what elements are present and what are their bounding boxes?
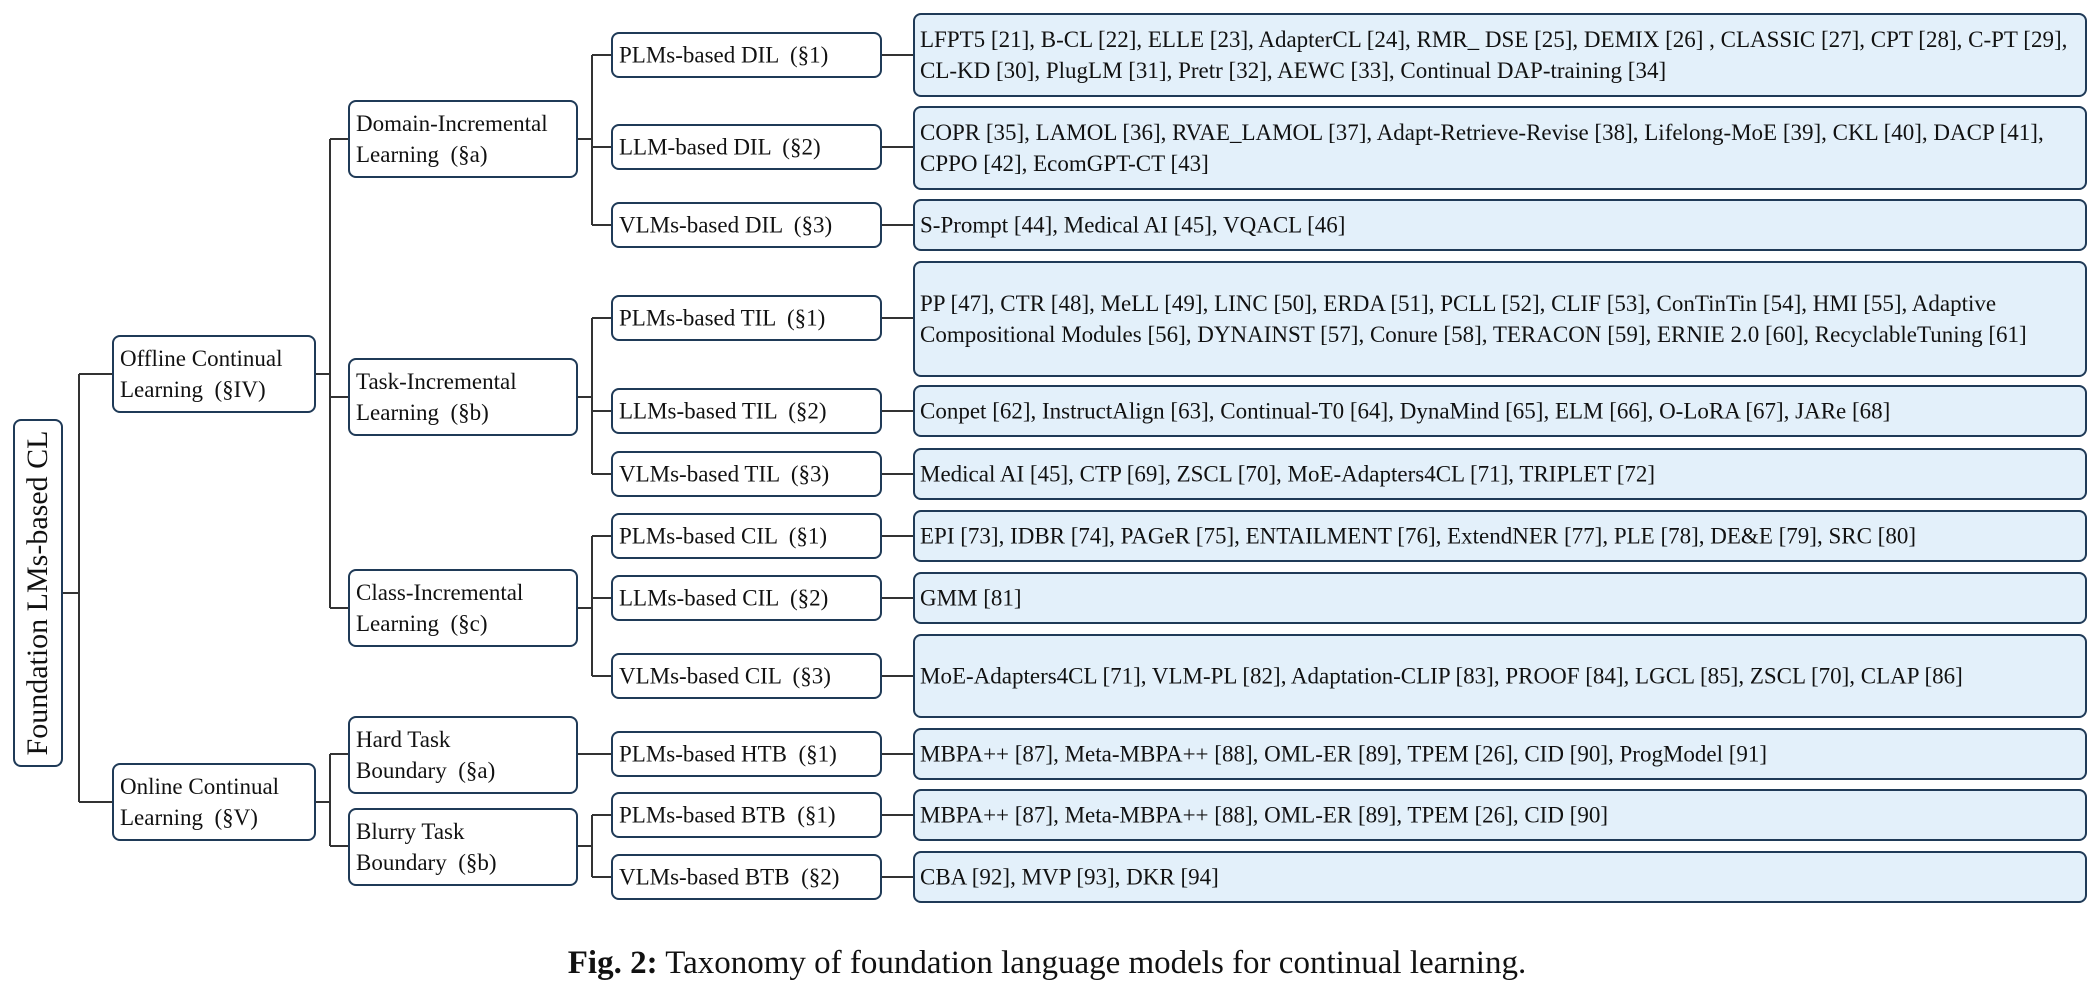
- leaf-vlms-based-cil: MoE-Adapters4CL [71], VLM-PL [82], Adapt…: [913, 634, 2087, 718]
- node-label: Hard Task Boundary (§a): [356, 727, 496, 783]
- leaf-llms-based-cil: GMM [81]: [913, 572, 2087, 624]
- leaf-plms-based-btb: MBPA++ [87], Meta-MBPA++ [88], OML-ER [8…: [913, 789, 2087, 841]
- leaf-text: Conpet [62], InstructAlign [63], Continu…: [920, 398, 1891, 424]
- node-task-incremental-learning: Task-Incremental Learning (§b): [348, 358, 578, 436]
- leaf-text: LFPT5 [21], B-CL [22], ELLE [23], Adapte…: [920, 27, 2068, 83]
- root-label: Foundation LMs-based CL: [21, 430, 54, 756]
- leaf-text: MBPA++ [87], Meta-MBPA++ [88], OML-ER [8…: [920, 741, 1768, 767]
- leaf-text: COPR [35], LAMOL [36], RVAE_LAMOL [37], …: [920, 120, 2044, 176]
- leaf-text: EPI [73], IDBR [74], PAGeR [75], ENTAILM…: [920, 523, 1916, 549]
- node-label: LLMs-based TIL (§2): [619, 398, 827, 424]
- node-vlms-based-btb: VLMs-based BTB (§2): [611, 854, 882, 900]
- node-vlms-based-cil: VLMs-based CIL (§3): [611, 653, 882, 699]
- leaf-vlms-based-til: Medical AI [45], CTP [69], ZSCL [70], Mo…: [913, 448, 2087, 500]
- node-label: Blurry Task Boundary (§b): [356, 819, 497, 875]
- node-offline-continual-learning: Offline Continual Learning (§IV): [112, 335, 316, 413]
- node-label: PLMs-based DIL (§1): [619, 42, 829, 68]
- leaf-text: MBPA++ [87], Meta-MBPA++ [88], OML-ER [8…: [920, 802, 1609, 828]
- node-label: Task-Incremental Learning (§b): [356, 369, 517, 425]
- node-domain-incremental-learning: Domain-Incremental Learning (§a): [348, 100, 578, 178]
- node-label: LLMs-based CIL (§2): [619, 585, 829, 611]
- leaf-plms-based-htb: MBPA++ [87], Meta-MBPA++ [88], OML-ER [8…: [913, 728, 2087, 780]
- node-online-continual-learning: Online Continual Learning (§V): [112, 763, 316, 841]
- node-label: Online Continual Learning (§V): [120, 774, 280, 830]
- node-llms-based-til: LLMs-based TIL (§2): [611, 388, 882, 434]
- leaf-text: PP [47], CTR [48], MeLL [49], LINC [50],…: [920, 291, 2027, 347]
- leaf-text: CBA [92], MVP [93], DKR [94]: [920, 864, 1219, 890]
- leaf-plms-based-til: PP [47], CTR [48], MeLL [49], LINC [50],…: [913, 261, 2087, 377]
- leaf-vlms-based-btb: CBA [92], MVP [93], DKR [94]: [913, 851, 2087, 903]
- node-label: VLMs-based CIL (§3): [619, 663, 831, 689]
- leaf-llm-based-dil: COPR [35], LAMOL [36], RVAE_LAMOL [37], …: [913, 106, 2087, 190]
- node-llm-based-dil: LLM-based DIL (§2): [611, 124, 882, 170]
- node-plms-based-dil: PLMs-based DIL (§1): [611, 32, 882, 78]
- node-label: VLMs-based BTB (§2): [619, 864, 840, 890]
- node-label: Class-Incremental Learning (§c): [356, 580, 524, 636]
- leaf-llms-based-til: Conpet [62], InstructAlign [63], Continu…: [913, 385, 2087, 437]
- node-label: PLMs-based CIL (§1): [619, 523, 828, 549]
- node-plms-based-til: PLMs-based TIL (§1): [611, 295, 882, 341]
- node-label: PLMs-based HTB (§1): [619, 741, 837, 767]
- leaf-plms-based-dil: LFPT5 [21], B-CL [22], ELLE [23], Adapte…: [913, 13, 2087, 97]
- node-hard-task-boundary: Hard Task Boundary (§a): [348, 716, 578, 794]
- node-class-incremental-learning: Class-Incremental Learning (§c): [348, 569, 578, 647]
- node-vlms-based-dil: VLMs-based DIL (§3): [611, 202, 882, 248]
- node-llms-based-cil: LLMs-based CIL (§2): [611, 575, 882, 621]
- root-node: Foundation LMs-based CL: [13, 419, 63, 767]
- node-label: VLMs-based TIL (§3): [619, 461, 830, 487]
- node-label: PLMs-based BTB (§1): [619, 802, 836, 828]
- node-blurry-task-boundary: Blurry Task Boundary (§b): [348, 808, 578, 886]
- node-label: LLM-based DIL (§2): [619, 134, 821, 160]
- node-vlms-based-til: VLMs-based TIL (§3): [611, 451, 882, 497]
- caption-label: Fig. 2:: [567, 945, 658, 981]
- node-plms-based-cil: PLMs-based CIL (§1): [611, 513, 882, 559]
- node-label: Domain-Incremental Learning (§a): [356, 111, 548, 167]
- node-label: VLMs-based DIL (§3): [619, 212, 833, 238]
- leaf-text: S-Prompt [44], Medical AI [45], VQACL [4…: [920, 212, 1346, 238]
- leaf-text: Medical AI [45], CTP [69], ZSCL [70], Mo…: [920, 461, 1656, 487]
- leaf-text: MoE-Adapters4CL [71], VLM-PL [82], Adapt…: [920, 663, 1963, 689]
- node-plms-based-btb: PLMs-based BTB (§1): [611, 792, 882, 838]
- node-label: Offline Continual Learning (§IV): [120, 346, 283, 402]
- leaf-vlms-based-dil: S-Prompt [44], Medical AI [45], VQACL [4…: [913, 199, 2087, 251]
- leaf-plms-based-cil: EPI [73], IDBR [74], PAGeR [75], ENTAILM…: [913, 510, 2087, 562]
- leaf-text: GMM [81]: [920, 585, 1022, 611]
- node-label: PLMs-based TIL (§1): [619, 305, 826, 331]
- node-plms-based-htb: PLMs-based HTB (§1): [611, 731, 882, 777]
- figure-caption: Fig. 2: Taxonomy of foundation language …: [0, 945, 2094, 982]
- caption-text: Taxonomy of foundation language models f…: [665, 945, 1527, 981]
